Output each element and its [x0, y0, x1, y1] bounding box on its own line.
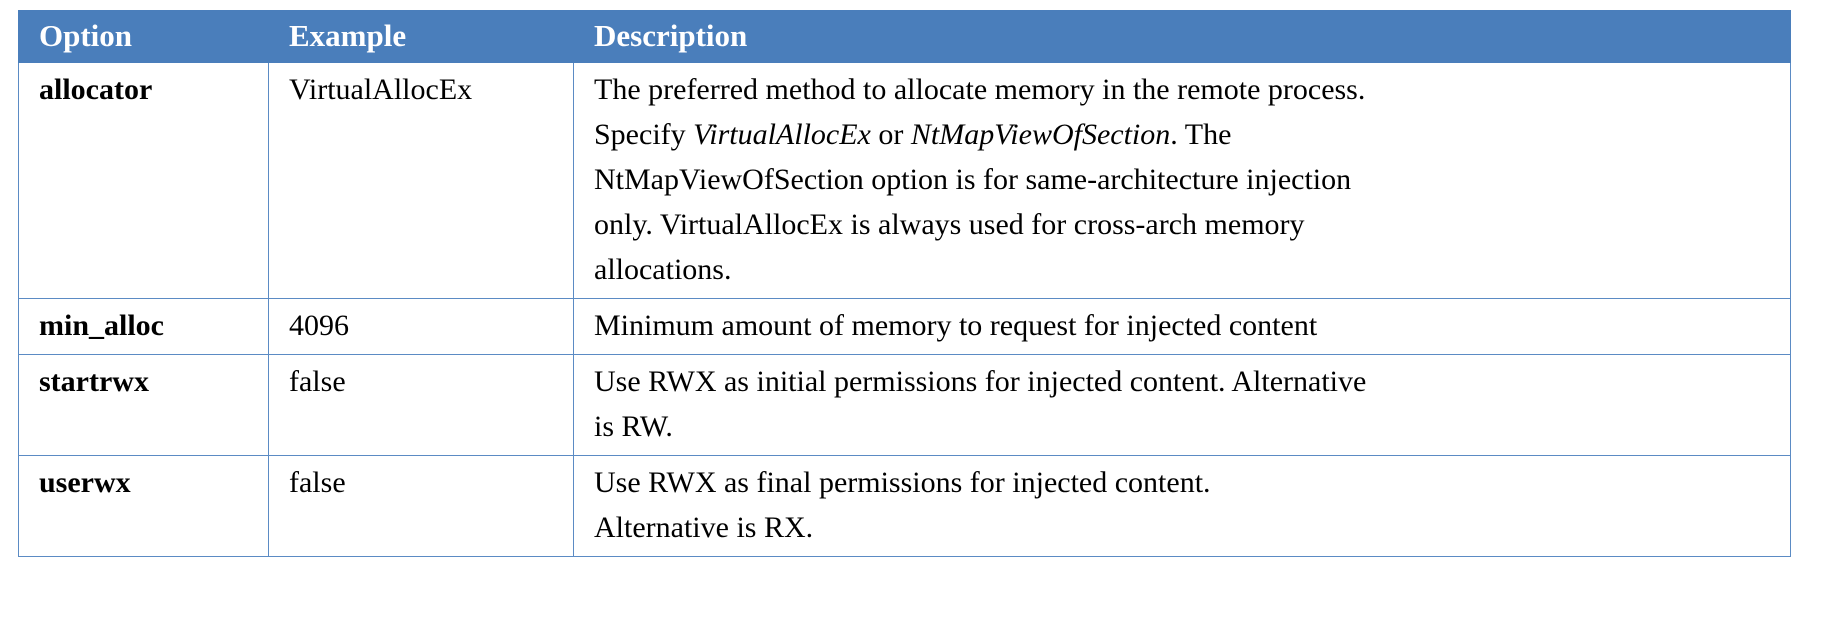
emphasized-term: VirtualAllocEx — [693, 118, 871, 151]
cell-option: allocator — [18, 62, 269, 299]
cell-option: userwx — [18, 455, 269, 557]
cell-description: Use RWX as initial permissions for injec… — [573, 354, 1791, 456]
header-row: Option Example Description — [18, 10, 1791, 63]
description-line: Alternative is RX. — [594, 511, 814, 544]
column-header-description: Description — [573, 10, 1791, 63]
cell-option: min_alloc — [18, 298, 269, 355]
cell-example: 4096 — [268, 298, 574, 355]
cell-example: false — [268, 455, 574, 557]
column-header-example: Example — [268, 10, 574, 63]
description-line: is RW. — [594, 410, 673, 443]
description-line: Specify VirtualAllocEx or NtMapViewOfSec… — [594, 118, 1232, 151]
description-line: Minimum amount of memory to request for … — [594, 309, 1318, 342]
description-line: only. VirtualAllocEx is always used for … — [594, 208, 1305, 241]
cell-description: Use RWX as final permissions for injecte… — [573, 455, 1791, 557]
cell-description: The preferred method to allocate memory … — [573, 62, 1791, 299]
description-line: Use RWX as initial permissions for injec… — [594, 365, 1367, 398]
description-line: Use RWX as final permissions for injecte… — [594, 466, 1211, 499]
description-line: NtMapViewOfSection option is for same-ar… — [594, 163, 1352, 196]
cell-example: false — [268, 354, 574, 456]
cell-example: VirtualAllocEx — [268, 62, 574, 299]
column-header-option: Option — [18, 10, 269, 63]
emphasized-term: NtMapViewOfSection — [910, 118, 1171, 151]
cell-option: startrwx — [18, 354, 269, 456]
description-line: allocations. — [594, 253, 732, 286]
table-header: Option Example Description — [18, 10, 1791, 63]
description-line: The preferred method to allocate memory … — [594, 73, 1366, 106]
cell-description: Minimum amount of memory to request for … — [573, 298, 1791, 355]
